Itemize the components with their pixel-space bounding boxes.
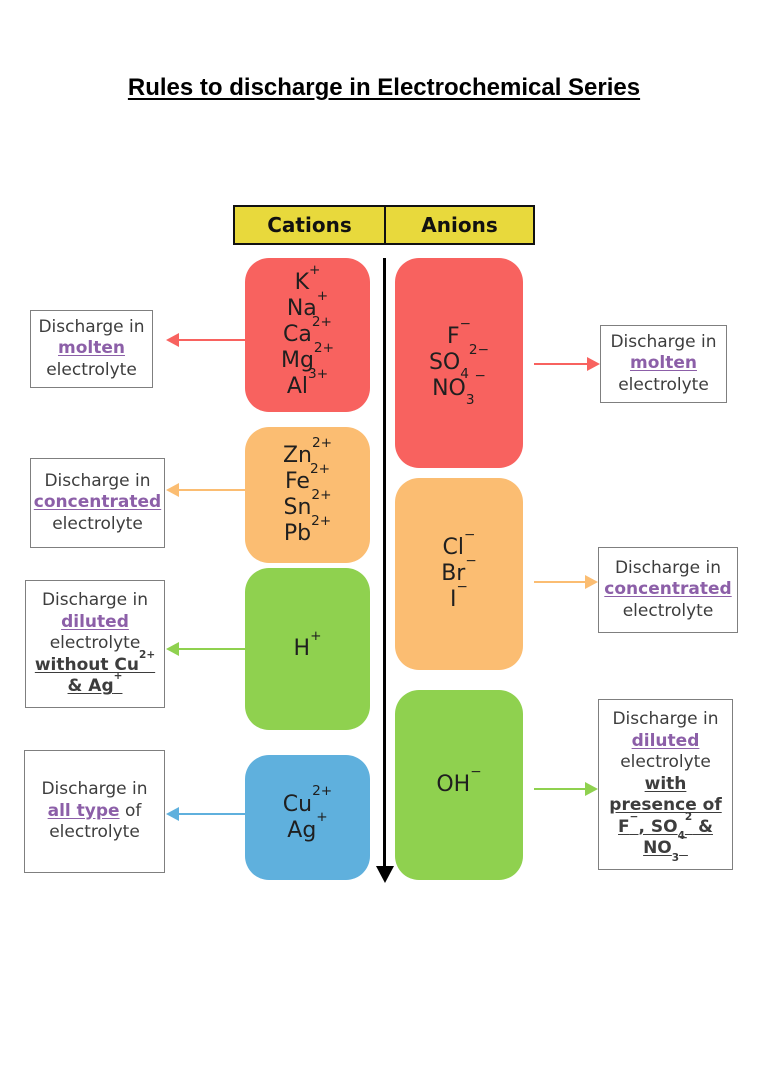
label-line: electrolyte xyxy=(52,513,143,534)
ion-label: H+ xyxy=(293,627,322,661)
page-title: Rules to discharge in Electrochemical Se… xyxy=(127,74,641,101)
arrow-head-icon xyxy=(585,575,598,589)
ion-label: Ca2+ xyxy=(283,313,332,347)
label-line: presence of xyxy=(609,795,722,816)
label-line: electrolyte xyxy=(618,374,709,395)
ion-label: F− xyxy=(446,315,472,349)
label-line: Discharge in xyxy=(610,331,717,352)
discharge-arrow xyxy=(179,489,246,491)
discharge-arrow xyxy=(534,581,585,583)
cations-middle-group: Zn2+Fe2+Sn2+Pb2+ xyxy=(245,427,370,563)
arrow-head-icon xyxy=(166,483,179,497)
label-line: molten xyxy=(58,338,125,359)
arrow-head-icon xyxy=(166,642,179,656)
label-line: without Cu2+ xyxy=(34,648,156,675)
arrow-head-icon xyxy=(587,357,600,371)
series-axis-arrowhead-icon xyxy=(376,866,394,883)
label-line: Discharge in xyxy=(612,709,719,730)
label-line: NO3− xyxy=(643,832,688,864)
anions-hydroxide-group: OH− xyxy=(395,690,523,880)
label-line: concentrated xyxy=(33,492,162,513)
ion-label: Al3+ xyxy=(286,365,329,399)
label-line: electrolyte xyxy=(622,600,714,621)
label-line: Discharge in xyxy=(38,316,145,337)
label-line: Discharge in xyxy=(44,470,151,491)
label-line: with xyxy=(644,773,687,794)
series-axis-line xyxy=(383,258,386,868)
ion-label: Ag+ xyxy=(287,809,328,843)
anions-header: Anions xyxy=(385,205,535,245)
label-line: electrolyte xyxy=(620,752,711,773)
ion-label: K+ xyxy=(294,261,321,295)
discharge-arrow xyxy=(179,648,246,650)
ion-label: Cl− xyxy=(442,526,476,560)
anions-halide-group: Cl−Br−I− xyxy=(395,478,523,670)
label-line: all type of xyxy=(47,800,142,821)
arrow-head-icon xyxy=(585,782,598,796)
ion-label: Na+ xyxy=(286,287,329,321)
ion-label: OH− xyxy=(436,763,482,797)
ion-label: Zn2+ xyxy=(282,434,333,468)
cations-hydrogen-group: H+ xyxy=(245,568,370,730)
arrow-head-icon xyxy=(166,807,179,821)
discharge-arrow xyxy=(179,339,246,341)
anions-top-group: F−SO42−NO3− xyxy=(395,258,523,468)
label-line: F−, SO42 & xyxy=(618,810,713,843)
arrow-head-icon xyxy=(166,333,179,347)
label-line: molten xyxy=(630,353,697,374)
label-line: Discharge in xyxy=(41,590,149,611)
ion-label: I− xyxy=(450,578,468,612)
label-line: electrolyte xyxy=(46,359,137,380)
discharge-arrow xyxy=(179,813,246,815)
ion-label: Cu2+ xyxy=(282,783,333,817)
ion-label: Fe2+ xyxy=(284,460,331,494)
cations-least-reactive-group: Cu2+Ag+ xyxy=(245,755,370,880)
label-line: electrolyte xyxy=(49,822,140,843)
discharge-arrow xyxy=(534,363,587,365)
ion-label: Mg2+ xyxy=(280,339,335,373)
ion-label: Br− xyxy=(441,552,477,586)
table-header: Cations Anions xyxy=(233,205,535,245)
label-line: Discharge in xyxy=(41,779,148,800)
label-line: Discharge in xyxy=(614,557,722,578)
discharge-arrow xyxy=(534,788,585,790)
ion-label: Sn2+ xyxy=(283,486,332,520)
label-line: concentrated xyxy=(604,579,732,600)
label-line: & Ag+ xyxy=(67,670,123,697)
cations-header: Cations xyxy=(233,205,385,245)
label-line: electrolyte xyxy=(49,633,141,654)
label-line: diluted xyxy=(61,611,129,632)
ion-label: SO42− xyxy=(428,341,490,383)
label-line: diluted xyxy=(631,730,700,751)
cations-reactive-group: K+Na+Ca2+Mg2+Al3+ xyxy=(245,258,370,412)
ion-label: NO3− xyxy=(432,367,486,409)
ion-label: Pb2+ xyxy=(283,512,332,546)
